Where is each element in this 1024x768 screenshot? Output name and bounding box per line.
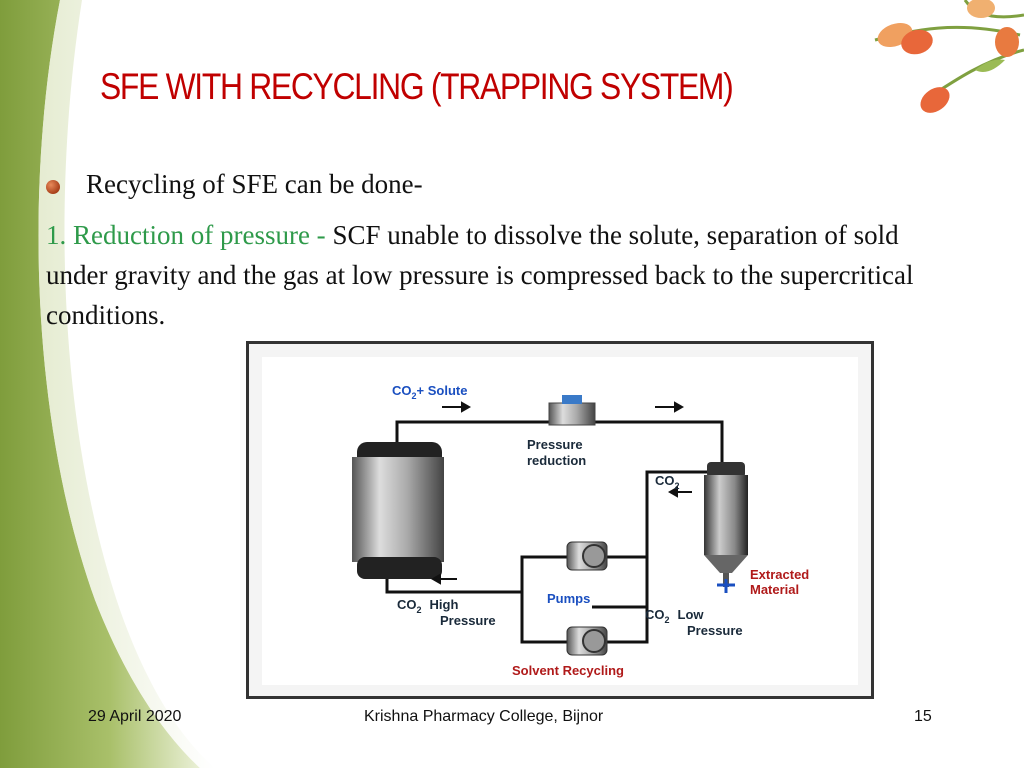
slide-title: SFE WITH RECYCLING (TRAPPING SYSTEM) xyxy=(100,66,734,107)
label-co2-solute: CO2+ Solute xyxy=(392,383,467,401)
point-lead: 1. Reduction of pressure - xyxy=(46,220,333,250)
label-co2-return: CO2 xyxy=(655,473,680,491)
label-pressure-1: Pressure xyxy=(527,437,583,452)
bullet-icon xyxy=(46,180,60,194)
label-high-pressure-2: Pressure xyxy=(440,613,496,628)
diagram-svg: CO2+ Solute Pressure reduction CO2 Extra… xyxy=(352,383,809,678)
footer-date: 29 April 2020 xyxy=(88,708,182,725)
pump-lower xyxy=(566,626,608,656)
label-extracted-1: Extracted xyxy=(750,567,809,582)
pressure-reduction-valve xyxy=(548,395,596,426)
flow-arrows xyxy=(430,401,692,585)
extraction-vessel xyxy=(352,442,444,579)
footer-institution: Krishna Pharmacy College, Bijnor xyxy=(364,708,604,725)
label-solvent-recycling: Solvent Recycling xyxy=(512,663,624,678)
recycling-diagram: CO2+ Solute Pressure reduction CO2 Extra… xyxy=(246,341,874,699)
bullet-text: Recycling of SFE can be done- xyxy=(86,169,423,199)
slide-number: 15 xyxy=(914,708,932,725)
pump-upper xyxy=(566,541,608,571)
point-paragraph: 1. Reduction of pressure - SCF unable to… xyxy=(46,215,946,335)
label-pressure-2: reduction xyxy=(527,453,586,468)
label-low-pressure-2: Pressure xyxy=(687,623,743,638)
point-body: SCF unable to dissolve the solute, separ… xyxy=(46,220,914,330)
label-extracted-2: Material xyxy=(750,582,799,597)
separator-vessel xyxy=(704,462,748,593)
label-pumps: Pumps xyxy=(547,591,590,606)
tulip-flowers-decoration xyxy=(874,0,1024,113)
